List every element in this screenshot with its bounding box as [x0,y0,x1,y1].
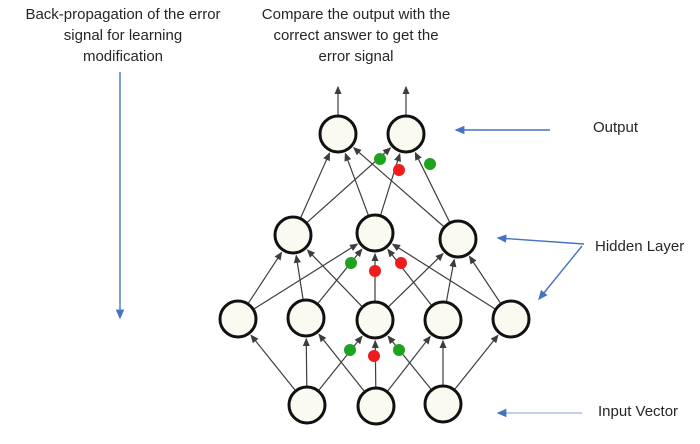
red-error-dot [369,265,381,277]
green-error-dot [374,153,386,165]
edge-hidden2-4-to-hidden1-2 [387,248,432,306]
backprop-note: Back-propagation of the error signal for… [15,4,231,67]
edge-input-2-to-hidden2-3 [371,339,379,388]
edge-hidden1-3-to-output-2 [414,151,451,223]
backprop-note-line: signal for learning [63,27,183,44]
neuron-hidden1-3 [438,219,478,259]
backprop-note-line: modification [82,48,164,65]
edge-input-3-to-hidden2-3 [387,335,432,390]
compare-note-line: Compare the output with the [261,6,451,23]
neuron-hidden2-4 [423,300,463,340]
edge-input-3-to-hidden2-5 [454,334,499,390]
neuron-input-3 [423,384,463,424]
hidden-pointer-up [496,234,585,245]
neuron-hidden2-1 [218,299,258,339]
edge-hidden2-2-to-hidden1-2 [317,248,363,304]
edge-input-1-to-hidden2-3 [318,335,363,391]
green-error-dot [344,344,356,356]
edge-hidden1-1-to-output-1 [300,152,331,218]
edge-hidden1-2-to-output-2 [380,152,402,216]
output-layer-label: Output [593,119,639,136]
edge-hidden2-2-to-hidden1-1 [293,254,304,300]
neuron-input-2 [356,386,396,426]
edge-hidden2-4-to-hidden1-3 [445,258,457,302]
edge-input-2-to-hidden2-2 [318,333,365,392]
green-error-dot [393,344,405,356]
compare-note: Compare the output with the correct answ… [250,4,462,67]
neuron-hidden1-1 [273,215,313,255]
edge-hidden1-2-to-output-1 [344,152,369,216]
edge-hidden2-5-to-hidden1-2 [391,243,496,310]
edge-input-1-to-hidden2-2 [302,337,310,387]
input-vector-label: Input Vector [598,403,679,420]
edge-hidden2-1-to-hidden1-1 [247,251,283,304]
edge-input-2-to-hidden2-4 [387,335,431,392]
edge-hidden2-3-to-hidden1-3 [388,252,444,308]
hidden-layer-label: Hidden Layer [595,238,685,255]
neuron-hidden2-2 [286,298,326,338]
compare-note-line: correct answer to get the [273,27,439,44]
hidden-pointer-down [538,245,583,301]
red-error-dot [393,164,405,176]
neuron-output-2 [386,114,426,154]
edge-hidden1-3-to-output-1 [352,147,445,227]
neuron-output-1 [318,114,358,154]
neuron-input-1 [287,385,327,425]
red-error-dot [395,257,407,269]
edge-hidden2-5-to-hidden1-3 [468,255,502,304]
compare-note-line: error signal [318,48,394,65]
edge-hidden2-3-to-hidden1-1 [306,249,363,307]
neuron-hidden2-5 [491,299,531,339]
green-error-dot [345,257,357,269]
edge-hidden2-1-to-hidden1-2 [253,243,359,310]
backprop-note-line: Back-propagation of the error [25,6,221,23]
green-error-dot [424,158,436,170]
edge-input-1-to-hidden2-1 [250,334,296,391]
neuron-hidden1-2 [355,213,395,253]
red-error-dot [368,350,380,362]
neuron-hidden2-3 [355,300,395,340]
